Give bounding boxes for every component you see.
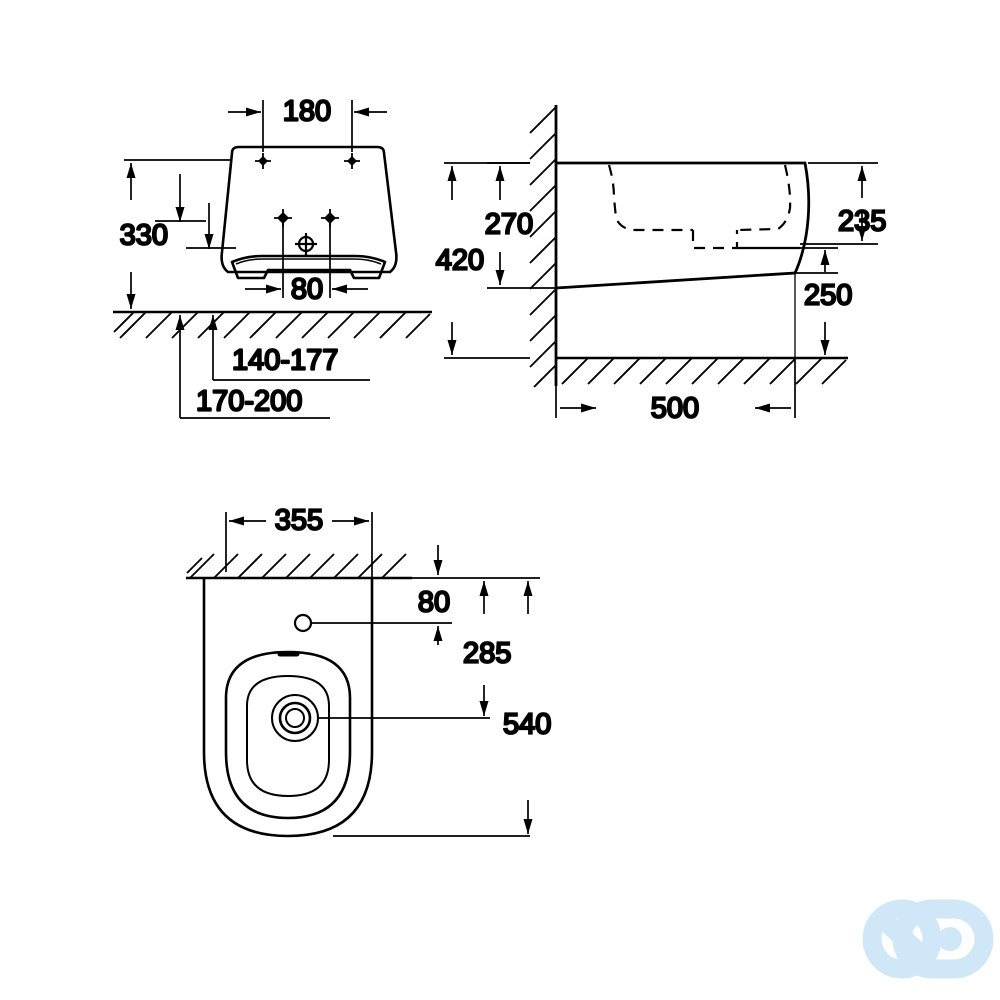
dim-80-front-label: 80 bbox=[291, 274, 323, 306]
dim-235-label: 235 bbox=[838, 206, 886, 238]
front-upper-bolt-marks bbox=[255, 153, 360, 169]
plan-inner-bowl-oval bbox=[246, 674, 330, 798]
side-floor-hatching bbox=[561, 357, 847, 385]
front-outlet-crosshair bbox=[295, 233, 317, 255]
dim-80-plan bbox=[412, 545, 452, 645]
dim-355 bbox=[225, 512, 373, 578]
side-section-view: 420 270 235 bbox=[435, 105, 887, 426]
front-bowl-lip-inner bbox=[235, 258, 382, 265]
dim-140-177 bbox=[208, 315, 370, 381]
dim-140-177-label: 140-177 bbox=[232, 345, 338, 377]
front-floor-hatching bbox=[113, 311, 431, 339]
dim-180 bbox=[228, 100, 387, 152]
dim-285-label: 285 bbox=[463, 638, 511, 670]
plan-inlet-hole bbox=[293, 613, 313, 633]
dim-170-200 bbox=[175, 315, 330, 419]
side-bowl-outline bbox=[555, 161, 811, 290]
dim-330-label: 330 bbox=[120, 220, 168, 252]
plan-outer-body bbox=[202, 578, 374, 838]
dim-250 bbox=[794, 247, 838, 358]
dim-270-label: 270 bbox=[485, 209, 533, 241]
dim-270 bbox=[487, 162, 556, 289]
dim-540 bbox=[452, 577, 540, 834]
dim-180-label: 180 bbox=[283, 96, 331, 128]
plan-rim-oval bbox=[224, 650, 352, 820]
dim-500-label: 500 bbox=[651, 393, 699, 425]
dim-235 bbox=[800, 162, 878, 245]
front-bowl-lip-outer bbox=[230, 254, 387, 280]
side-bowl-interior-dashed bbox=[607, 164, 792, 250]
plan-drain-outlet bbox=[271, 694, 319, 742]
front-elevation-view: 180 330 80 bbox=[113, 95, 432, 419]
dim-540-label: 540 bbox=[503, 709, 551, 741]
dim-330 bbox=[124, 159, 232, 309]
dim-170-200-label: 170-200 bbox=[196, 386, 302, 418]
dim-355-label: 355 bbox=[275, 505, 323, 537]
dim-250-label: 250 bbox=[804, 280, 852, 312]
plan-top-view: 355 80 285 540 bbox=[186, 504, 552, 838]
front-bowl-outline bbox=[220, 145, 398, 274]
dim-500 bbox=[555, 358, 796, 418]
cd-logo-watermark bbox=[862, 899, 994, 979]
front-bolt-height-leaders bbox=[155, 174, 236, 249]
plan-wall-hatching bbox=[186, 553, 407, 579]
side-wall-hatching bbox=[529, 106, 557, 388]
dim-80-plan-label: 80 bbox=[418, 587, 450, 619]
dim-420-label: 420 bbox=[436, 245, 484, 277]
dim-80-front bbox=[245, 218, 368, 298]
